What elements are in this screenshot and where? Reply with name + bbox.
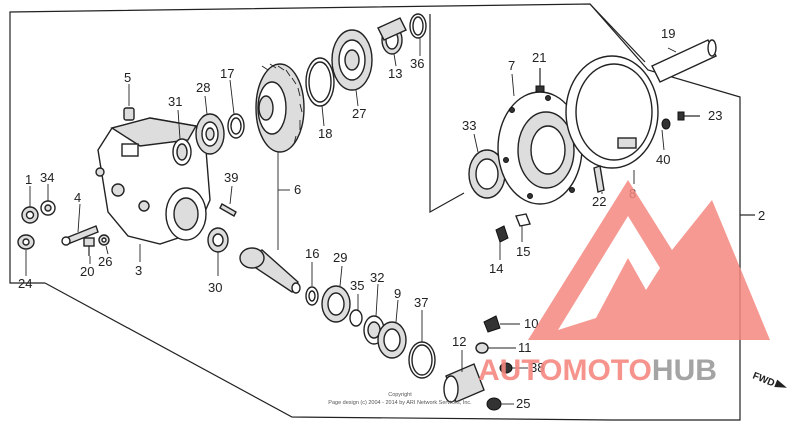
final-gear-case (95, 117, 211, 245)
watermark-auto: AUTOMOTOHUB (478, 354, 717, 387)
label-33: 33 (462, 118, 476, 133)
label-25: 25 (516, 396, 530, 411)
leader-lines (25, 38, 677, 405)
nut-9 (377, 321, 407, 359)
o-ring-18 (305, 57, 335, 107)
nut-1 (21, 206, 39, 224)
pin-39 (219, 203, 237, 217)
label-27: 27 (352, 106, 366, 121)
label-22: 22 (592, 194, 606, 209)
part-number-labels: 1 34 24 4 20 26 3 5 31 28 17 39 30 6 18 … (18, 26, 765, 411)
label-3: 3 (135, 263, 142, 278)
cover-ring-8 (565, 55, 659, 169)
fwd-arrow: FWD (751, 371, 787, 390)
label-29: 29 (333, 250, 347, 265)
label-14: 14 (489, 261, 503, 276)
label-1: 1 (25, 172, 32, 187)
sleeve-12 (443, 363, 485, 403)
nut-25 (486, 397, 502, 411)
washer-26 (98, 234, 110, 246)
label-21: 21 (532, 50, 546, 65)
bearing-30 (207, 227, 229, 253)
label-28: 28 (196, 80, 210, 95)
label-16: 16 (305, 246, 319, 261)
label-6: 6 (294, 182, 301, 197)
pin-19 (651, 39, 717, 83)
label-7: 7 (508, 58, 515, 73)
fwd-label: FWD (751, 371, 776, 390)
copyright-line-2: Page design (c) 2004 - 2014 by ARI Netwo… (328, 400, 472, 406)
label-11: 11 (518, 340, 532, 355)
label-24: 24 (18, 276, 32, 291)
nut-15 (515, 213, 531, 227)
label-26: 26 (98, 254, 112, 269)
label-9: 9 (394, 286, 401, 301)
stud-4 (61, 225, 99, 246)
seal-31 (172, 138, 192, 166)
watermark-logo: AUTOMOTOHUB (478, 180, 770, 387)
label-37: 37 (414, 295, 428, 310)
nut-24 (17, 234, 35, 250)
label-23: 23 (708, 108, 722, 123)
label-4: 4 (74, 190, 81, 205)
bearing-27 (331, 29, 373, 91)
copyright-line-1: Copyright (388, 392, 412, 398)
label-38: 38 (530, 360, 544, 375)
label-15: 15 (516, 244, 530, 259)
bolt-21 (535, 68, 545, 93)
label-10: 10 (524, 316, 538, 331)
bolt-10 (483, 315, 501, 333)
grommet-14 (495, 225, 509, 243)
label-17: 17 (220, 66, 234, 81)
shim-16 (305, 286, 319, 306)
label-35: 35 (350, 278, 364, 293)
label-39: 39 (224, 170, 238, 185)
shim-35 (349, 309, 363, 327)
label-18: 18 (318, 126, 332, 141)
o-ring-36 (409, 13, 427, 39)
label-12: 12 (452, 334, 466, 349)
label-5: 5 (124, 70, 131, 85)
bearing-29 (321, 285, 351, 323)
oil-seal-33 (468, 149, 506, 199)
label-19: 19 (661, 26, 675, 41)
label-40: 40 (656, 152, 670, 167)
shim-17 (227, 113, 245, 139)
assembly-frame (9, 3, 755, 421)
label-13: 13 (388, 66, 402, 81)
label-32: 32 (370, 270, 384, 285)
label-30: 30 (208, 280, 222, 295)
copyright-notice: Copyright Page design (c) 2004 - 2014 by… (328, 392, 472, 406)
label-2: 2 (758, 208, 765, 223)
spacer-13b (377, 17, 407, 41)
bolt-40 (661, 118, 671, 130)
washer-34 (40, 200, 56, 216)
washer-11 (475, 342, 489, 354)
bolt-23 (677, 111, 700, 121)
label-36: 36 (410, 56, 424, 71)
ring-gear-6 (255, 63, 305, 153)
pinion-gear (239, 247, 301, 294)
label-31: 31 (168, 94, 182, 109)
plug-5 (123, 107, 135, 121)
label-20: 20 (80, 264, 94, 279)
bolt-20 (83, 237, 95, 256)
bearing-28 (195, 113, 225, 155)
bolt-22 (593, 165, 605, 193)
label-34: 34 (40, 170, 54, 185)
o-ring-37 (408, 341, 436, 379)
